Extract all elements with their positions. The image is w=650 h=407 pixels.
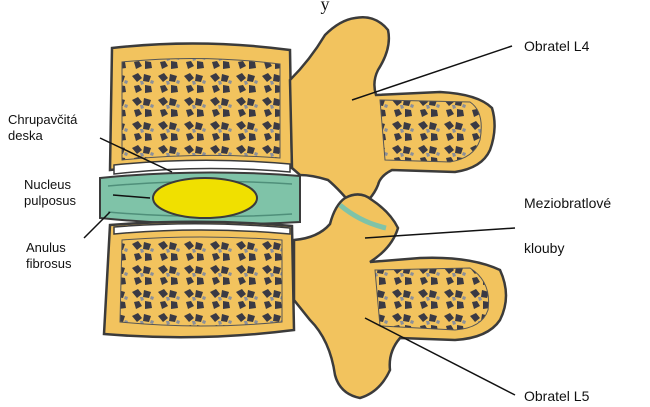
label-cartilage-plate-1: Chrupavčitá xyxy=(8,112,77,127)
label-facet-joints-1: Meziobratlové xyxy=(524,195,611,211)
intervertebral-disc xyxy=(100,172,300,224)
label-nucleus-1: Nucleus xyxy=(24,177,71,192)
l4-vertebral-body xyxy=(110,43,292,174)
label-anulus-1: Anulus xyxy=(26,240,66,255)
label-nucleus-2: pulposus xyxy=(24,193,76,208)
nucleus-pulposus xyxy=(153,178,257,218)
l5-posterior-elements xyxy=(294,194,506,398)
leader-anulus xyxy=(84,212,110,238)
label-facet-joints-2: klouby xyxy=(524,240,564,256)
label-cartilage-plate-2: deska xyxy=(8,128,43,143)
label-vertebra-l4: Obratel L4 xyxy=(524,38,589,54)
l5-vertebral-body xyxy=(104,222,294,337)
l4-posterior-elements xyxy=(290,17,495,210)
label-vertebra-l5: Obratel L5 xyxy=(524,388,589,404)
label-anulus-2: fibrosus xyxy=(26,256,72,271)
